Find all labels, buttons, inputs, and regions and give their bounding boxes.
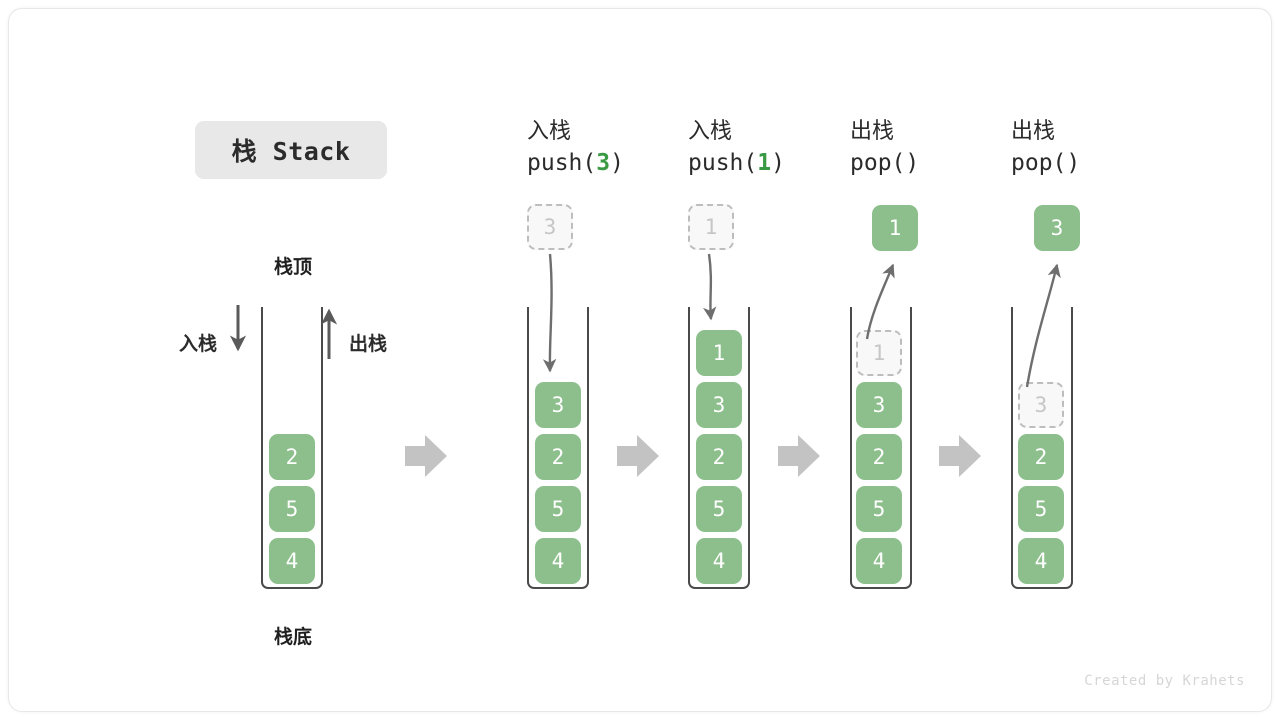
flow-arrow-3 xyxy=(778,435,820,477)
code-arg: 1 xyxy=(757,150,772,176)
stack-container-push-1 xyxy=(688,307,750,589)
popped-cell: 3 xyxy=(1034,205,1080,251)
stack-cell: 4 xyxy=(856,538,902,584)
stack-cell: 3 xyxy=(856,382,902,428)
stage-op-code: push(3) xyxy=(527,147,697,179)
stage-op-cn: 出栈 xyxy=(850,119,895,144)
stack-container-base xyxy=(261,307,323,589)
stage-caption-pop-1: 出栈 pop() xyxy=(850,117,1020,179)
stack-cell: 2 xyxy=(696,434,742,480)
code-suffix: ) xyxy=(771,150,785,176)
diagram-frame: 栈 Stack 栈顶 入栈 出栈 2 5 4 栈底 入栈 push(3) 3 3… xyxy=(8,8,1272,712)
flow-arrow-2 xyxy=(617,435,659,477)
stack-cell: 3 xyxy=(535,382,581,428)
stack-cell: 4 xyxy=(1018,538,1064,584)
stack-cell: 2 xyxy=(1018,434,1064,480)
code-suffix: ) xyxy=(610,150,624,176)
stage-caption-push-1: 入栈 push(1) xyxy=(688,117,858,179)
code-prefix: pop( xyxy=(1011,150,1067,176)
stage-op-code: pop() xyxy=(850,147,1020,179)
flow-arrow-4 xyxy=(939,435,981,477)
stack-cell-ghost: 3 xyxy=(1018,382,1064,428)
code-prefix: push( xyxy=(688,150,758,176)
stack-cell: 2 xyxy=(535,434,581,480)
stack-cell: 4 xyxy=(535,538,581,584)
incoming-ghost-cell: 1 xyxy=(688,204,734,250)
stack-cell: 5 xyxy=(1018,486,1064,532)
watermark: Created by Krahets xyxy=(1084,673,1245,689)
stage-caption-pop-3: 出栈 pop() xyxy=(1011,117,1181,179)
stage-op-cn: 出栈 xyxy=(1011,119,1056,144)
code-suffix: ) xyxy=(1066,150,1081,176)
stack-cell-ghost: 1 xyxy=(856,330,902,376)
flow-arrow-1 xyxy=(405,435,447,477)
stage-caption-push-3: 入栈 push(3) xyxy=(527,117,697,179)
stack-bottom-label: 栈底 xyxy=(273,626,312,648)
pop-direction-label: 出栈 xyxy=(349,333,388,355)
stack-container-pop-1 xyxy=(850,307,912,589)
incoming-ghost-cell: 3 xyxy=(527,204,573,250)
code-prefix: push( xyxy=(527,150,597,176)
stack-top-label: 栈顶 xyxy=(273,256,312,278)
stack-cell: 2 xyxy=(856,434,902,480)
stage-op-code: push(1) xyxy=(688,147,858,179)
stack-cell: 4 xyxy=(269,538,315,584)
stage-op-cn: 入栈 xyxy=(688,119,733,144)
code-prefix: pop( xyxy=(850,150,906,176)
code-suffix: ) xyxy=(905,150,920,176)
stack-container-push-3 xyxy=(527,307,589,589)
stack-cell: 5 xyxy=(856,486,902,532)
stack-cell: 1 xyxy=(696,330,742,376)
title-badge: 栈 Stack xyxy=(195,121,387,179)
code-arg: 3 xyxy=(596,150,611,176)
stack-cell: 5 xyxy=(696,486,742,532)
push-direction-label: 入栈 xyxy=(179,333,218,355)
popped-cell: 1 xyxy=(872,205,918,251)
stack-cell: 2 xyxy=(269,434,315,480)
stack-cell: 5 xyxy=(269,486,315,532)
stack-cell: 4 xyxy=(696,538,742,584)
arrow-overlay xyxy=(229,253,1061,477)
stack-cell: 5 xyxy=(535,486,581,532)
stage-op-code: pop() xyxy=(1011,147,1181,179)
stage-op-cn: 入栈 xyxy=(527,119,572,144)
stack-cell: 3 xyxy=(696,382,742,428)
stack-container-pop-3 xyxy=(1011,307,1073,589)
